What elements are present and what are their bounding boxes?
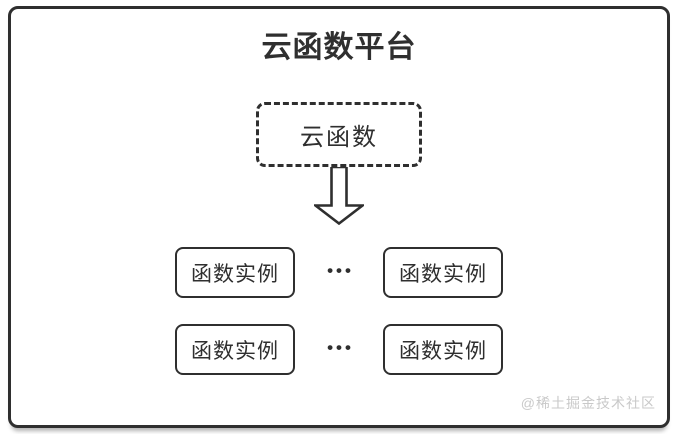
function-instance-label: 函数实例 — [191, 262, 279, 286]
function-instance-label: 函数实例 — [399, 339, 487, 363]
diagram-title: 云函数平台 — [261, 31, 417, 64]
function-instance-label: 函数实例 — [191, 339, 279, 363]
diagram-frame: 云函数平台 云函数 函数实例 ••• 函数实例 函数实例 — [8, 6, 670, 428]
instance-row: 函数实例 ••• 函数实例 — [175, 247, 503, 298]
ellipsis-dots: ••• — [327, 261, 354, 280]
function-instance-box: 函数实例 — [175, 324, 295, 375]
watermark: @稀土掘金技术社区 — [520, 395, 656, 411]
instance-row: 函数实例 ••• 函数实例 — [175, 324, 503, 375]
ellipsis-dots: ••• — [327, 338, 354, 357]
function-instance-label: 函数实例 — [399, 262, 487, 286]
function-instance-box: 函数实例 — [175, 247, 295, 298]
down-arrow-icon — [314, 167, 364, 225]
cloud-function-label: 云函数 — [300, 124, 378, 151]
function-instance-box: 函数实例 — [383, 247, 503, 298]
cloud-function-box: 云函数 — [256, 102, 422, 167]
instance-grid: 函数实例 ••• 函数实例 函数实例 ••• 函数实例 — [175, 247, 503, 375]
function-instance-box: 函数实例 — [383, 324, 503, 375]
